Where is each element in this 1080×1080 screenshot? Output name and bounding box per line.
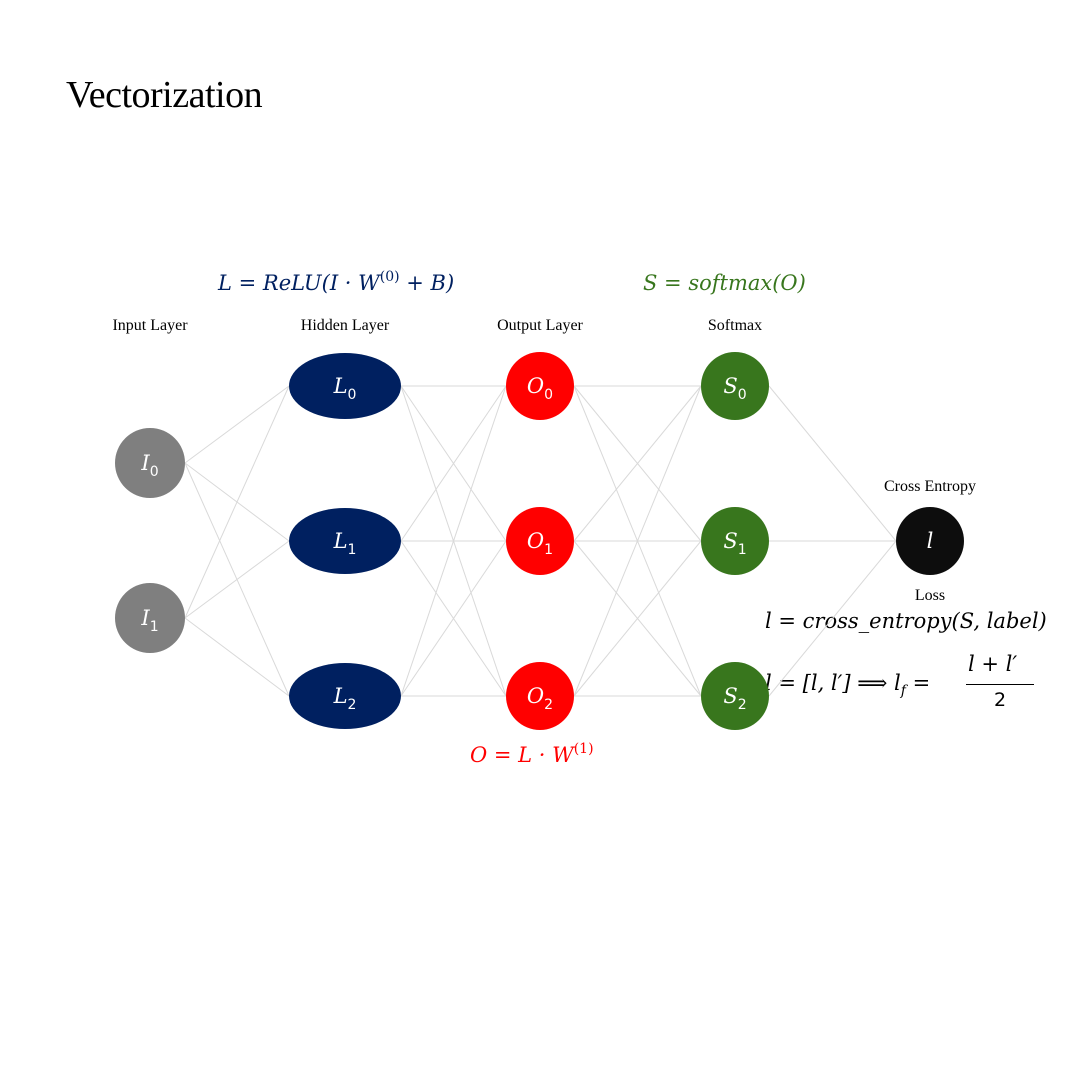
average-loss-denominator: 2 (994, 689, 1007, 711)
hidden-node-label: L1 (333, 529, 357, 558)
output-node-2: O2 (506, 662, 574, 730)
hidden-node-shape (289, 353, 401, 419)
edge-input1-hidden0 (184, 385, 290, 619)
loss-formula: l = cross_entropy(S, label) (765, 609, 1047, 633)
output-node-0: O0 (506, 352, 574, 420)
softmax-node-shape (701, 507, 769, 575)
output-formula-superscript: (1) (573, 741, 594, 757)
edge-hidden1-output0 (400, 385, 507, 542)
softmax-node-label: S1 (723, 529, 746, 558)
output-node-shape (506, 662, 574, 730)
edge-input0-hidden0 (184, 385, 290, 464)
average-loss-equals: = (912, 671, 931, 695)
output-node-1: O1 (506, 507, 574, 575)
loss-node-label: l (927, 529, 934, 553)
softmax-node-shape (701, 662, 769, 730)
input-layer-label: Input Layer (112, 317, 188, 334)
hidden-formula-superscript: (0) (379, 269, 400, 285)
hidden-layer-label: Hidden Layer (300, 317, 390, 334)
edge-output2-softmax0 (573, 385, 702, 697)
output-node-label: O0 (527, 374, 553, 403)
loss-node-shape (896, 507, 964, 575)
hidden-layer-formula: L = ReLU(I · W(0) + B) (218, 269, 454, 297)
hidden-node-shape (289, 663, 401, 729)
softmax-node-label: S0 (723, 374, 746, 403)
average-loss-formula: l = [l, l′] ⟹ lf = (765, 669, 930, 705)
output-layer-label: Output Layer (497, 317, 583, 334)
softmax-node-shape (701, 352, 769, 420)
input-node-1: I1 (115, 583, 185, 653)
loss-label: Loss (914, 587, 946, 604)
softmax-formula: S = softmax(O) (643, 271, 806, 295)
average-loss-lhs: l = [l, l′] ⟹ l (765, 671, 901, 695)
edge-input1-hidden2 (184, 617, 290, 697)
edge-input1-hidden1 (184, 540, 290, 619)
edge-output2-softmax1 (573, 540, 702, 697)
output-node-label: O2 (527, 684, 553, 713)
edge-hidden2-output1 (400, 540, 507, 697)
page-title: Vectorization (66, 74, 263, 116)
edge-softmax2-loss0 (768, 540, 897, 697)
average-loss-fraction-bar (966, 684, 1034, 685)
output-layer-formula: O = L · W(1) (470, 741, 594, 769)
softmax-label: Softmax (707, 317, 763, 334)
softmax-node-2: S2 (701, 662, 769, 730)
output-node-shape (506, 352, 574, 420)
softmax-node-label: S2 (723, 684, 746, 713)
input-node-label: I0 (140, 451, 158, 480)
hidden-node-0: L0 (289, 353, 401, 419)
input-node-0: I0 (115, 428, 185, 498)
average-loss-numerator: l + l′ (968, 652, 1018, 676)
input-node-label: I1 (140, 606, 158, 635)
output-formula-main: O = L · W (470, 743, 574, 767)
hidden-formula-main: L = ReLU(I · W (218, 271, 380, 295)
input-node-shape (115, 428, 185, 498)
softmax-node-1: S1 (701, 507, 769, 575)
output-node-label: O1 (527, 529, 553, 558)
hidden-node-label: L2 (333, 684, 357, 713)
connection-edges (184, 385, 897, 697)
edge-output1-softmax0 (573, 385, 702, 542)
output-node-shape (506, 507, 574, 575)
hidden-node-1: L1 (289, 508, 401, 574)
hidden-node-shape (289, 508, 401, 574)
average-loss-subscript: f (900, 683, 906, 700)
edge-hidden2-output0 (400, 385, 507, 697)
loss-node-0: l (896, 507, 964, 575)
edge-softmax0-loss0 (768, 385, 897, 542)
hidden-formula-tail: + B) (399, 271, 455, 295)
hidden-node-2: L2 (289, 663, 401, 729)
input-node-shape (115, 583, 185, 653)
hidden-node-label: L0 (333, 374, 357, 403)
softmax-node-0: S0 (701, 352, 769, 420)
cross-entropy-label: Cross Entropy (884, 478, 976, 495)
